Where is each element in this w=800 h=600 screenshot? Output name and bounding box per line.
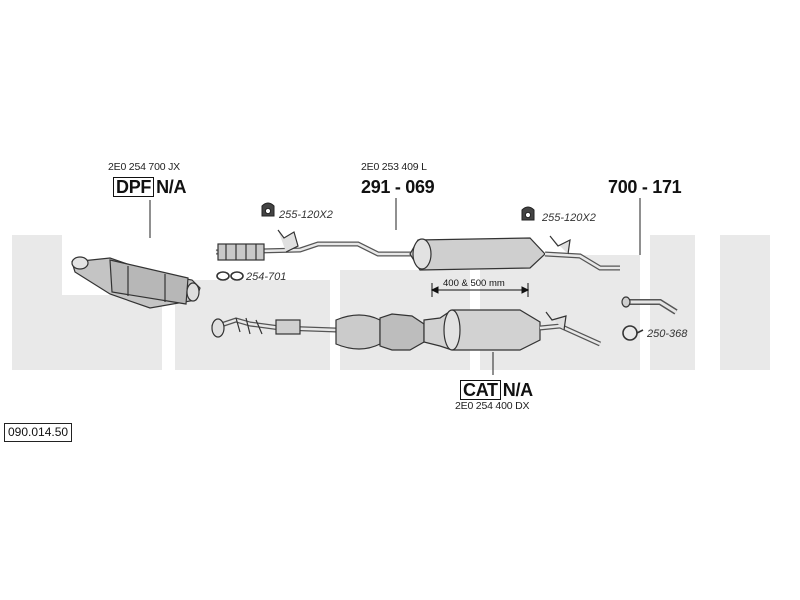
leader-lines <box>149 198 641 375</box>
dpf-status: N/A <box>156 177 187 197</box>
clamp-left-part-number[interactable]: 255-120X2 <box>279 209 333 221</box>
clamp-right-part-number[interactable]: 255-120X2 <box>542 212 596 224</box>
rear-part-number[interactable]: 700 - 171 <box>608 177 682 197</box>
dpf-assembly <box>71 256 201 309</box>
gasket-part-number[interactable]: 254-701 <box>246 271 287 283</box>
cat-tag: CAT <box>460 380 501 400</box>
ring-clamp-icon <box>622 325 644 341</box>
dimension-arrow <box>430 283 530 297</box>
middle-pipe-assembly <box>215 229 620 271</box>
middle-part-number[interactable]: 291 - 069 <box>361 177 435 197</box>
clamp-icon <box>521 206 535 221</box>
dpf-tag: DPF <box>113 177 155 197</box>
dimension-label: 400 & 500 mm <box>443 278 505 289</box>
reference-number: 090.014.50 <box>4 423 73 443</box>
tail-pipe <box>621 296 678 315</box>
dpf-oem-number: 2E0 254 700 JX <box>108 161 180 173</box>
cat-oem-number: 2E0 254 400 DX <box>455 400 530 412</box>
gasket-icon <box>216 271 244 281</box>
ring-part-number[interactable]: 250-368 <box>647 328 688 340</box>
cat-status: N/A <box>502 380 533 400</box>
clamp-icon <box>261 202 275 217</box>
catalyst-assembly <box>211 309 602 351</box>
middle-oem-number: 2E0 253 409 L <box>361 161 427 173</box>
